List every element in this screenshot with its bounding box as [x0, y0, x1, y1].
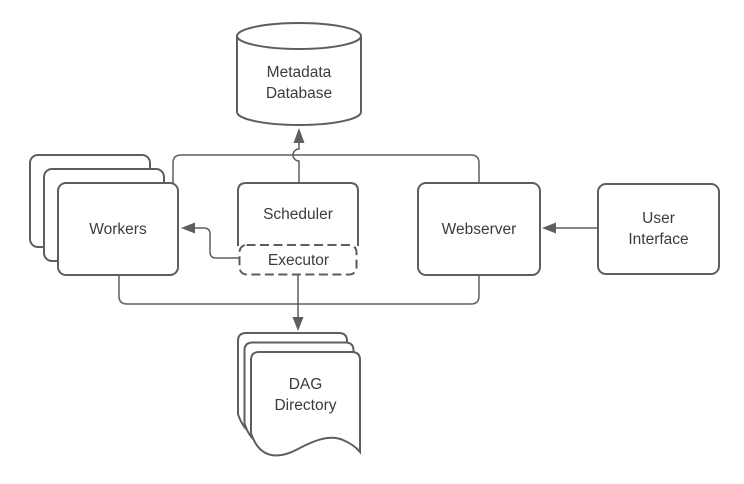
arrowhead-to-dag-icon [292, 317, 304, 331]
dag-directory-shape [250, 351, 361, 457]
scheduler-shape [237, 182, 359, 246]
arrowhead-to-database-icon [293, 128, 305, 143]
bus-top-connector [172, 154, 480, 183]
webserver-shape [417, 182, 541, 276]
metadata-database-shape [236, 36, 362, 126]
user-interface-shape [597, 183, 720, 275]
bus-bottom-connector [118, 275, 480, 305]
metadata-database-top-ellipse [236, 22, 362, 50]
arrowhead-to-workers-icon [181, 222, 195, 234]
arrowhead-to-webserver-icon [542, 222, 556, 234]
executor-shape [238, 244, 358, 276]
workers-shape [57, 182, 179, 276]
executor-to-workers-connector [194, 227, 239, 259]
scheduler-to-database-connector [292, 141, 300, 183]
